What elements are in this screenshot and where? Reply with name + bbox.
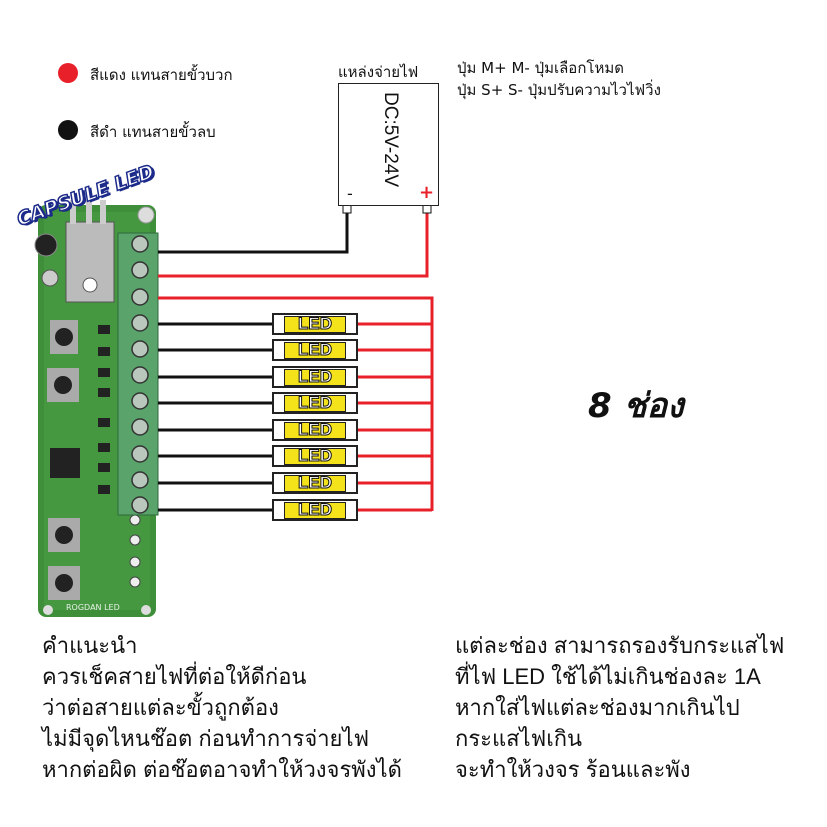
black-legend-dot: [58, 120, 78, 140]
pcb-board: [34, 200, 156, 617]
power-supply-minus: -: [347, 184, 353, 203]
led-label: LED: [284, 340, 346, 360]
negative-power-wire: [158, 212, 349, 254]
instructions: คำแนะนำ ควรเช็คสายไฟที่ต่อให้ดีก่อน ว่าต…: [42, 630, 402, 785]
led-strip: LED: [272, 392, 358, 414]
led-label: LED: [284, 473, 346, 493]
instruction-line: ควรเช็คสายไฟที่ต่อให้ดีก่อน: [42, 664, 307, 689]
power-supply-voltage: DC:5V-24V: [380, 92, 401, 188]
black-legend-text: สีดำ แทนสายขั้วลบ: [90, 123, 216, 141]
power-supply-label: แหล่งจ่ายไฟ: [338, 63, 419, 81]
led-strip: LED: [272, 419, 358, 441]
power-supply-box: DC:5V-24V - +: [338, 83, 439, 206]
current-note-line: หากใส่ไฟแต่ละช่องมากเกินไป: [455, 695, 740, 720]
current-note-line: ที่ไฟ LED ใช้ได้ไม่เกินช่องละ 1A: [455, 664, 761, 689]
instruction-line: ไม่มีจุดไหนช๊อต ก่อนทำการจ่ายไฟ: [42, 726, 370, 751]
instruction-line: ว่าต่อสายแต่ละขั้วถูกต้อง: [42, 695, 279, 720]
current-note-line: แต่ละช่อง สามารถรองรับกระแสไฟ: [455, 633, 785, 658]
terminal-block: [117, 232, 159, 516]
led-strip: LED: [272, 339, 358, 361]
current-note: แต่ละช่อง สามารถรองรับกระแสไฟ ที่ไฟ LED …: [455, 630, 784, 785]
led-strip: LED: [272, 499, 358, 521]
wires: [158, 212, 434, 512]
buttons-note: ปุ่ม M+ M- ปุ่มเลือกโหมด ปุ่ม S+ S- ปุ่ม…: [457, 57, 661, 101]
red-legend-dot: [58, 63, 78, 83]
led-strip: LED: [272, 366, 358, 388]
positive-led-bus: [158, 296, 434, 511]
instruction-line: หากต่อผิด ต่อช๊อตอาจทำให้วงจรพังได้: [42, 757, 402, 782]
pcb-silkscreen: ROGDAN LED: [66, 603, 120, 612]
led-strip: LED: [272, 472, 358, 494]
led-label: LED: [284, 367, 346, 387]
led-label: LED: [284, 446, 346, 466]
red-legend-text: สีแดง แทนสายขั้วบวก: [90, 66, 233, 84]
led-label: LED: [284, 393, 346, 413]
led-label: LED: [284, 314, 346, 334]
channels-label: 8 ช่อง: [588, 386, 684, 426]
led-strip: LED: [272, 313, 358, 335]
led-label: LED: [284, 500, 346, 520]
led-strip: LED: [272, 445, 358, 467]
power-supply-plus: +: [419, 182, 435, 203]
positive-power-wire: [158, 212, 429, 278]
current-note-line: กระแสไฟเกิน: [455, 726, 583, 751]
instructions-title: คำแนะนำ: [42, 633, 138, 658]
current-note-line: จะทำให้วงจร ร้อนและพัง: [455, 757, 691, 782]
buttons-note-mode: ปุ่ม M+ M- ปุ่มเลือกโหมด: [457, 59, 624, 77]
tact-switches: [47, 320, 80, 600]
led-label: LED: [284, 420, 346, 440]
buttons-note-speed: ปุ่ม S+ S- ปุ่มปรับความไวไฟวิ่ง: [457, 81, 661, 99]
